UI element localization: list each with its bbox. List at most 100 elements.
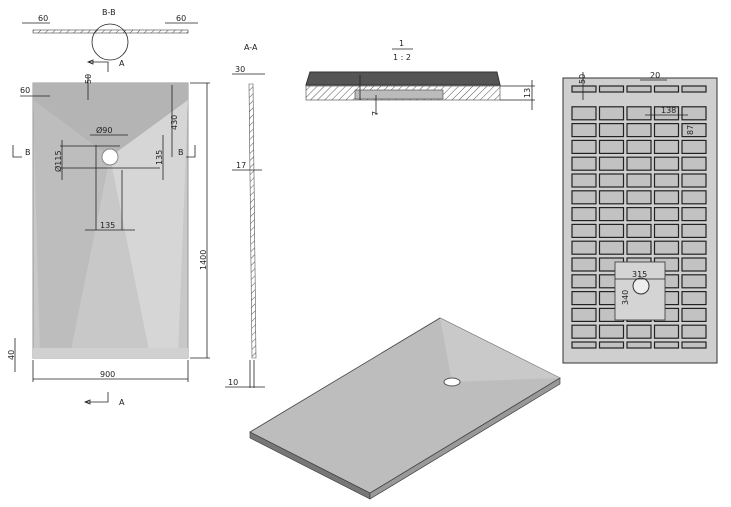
dim-underside-rib: 20: [650, 71, 660, 80]
grid-cell: [653, 341, 680, 349]
grid-cell: [598, 240, 625, 255]
dim-drain-right: 135: [155, 150, 164, 165]
grid-cell: [626, 190, 652, 205]
grid-cell: [653, 139, 680, 154]
grid-cell: [571, 240, 597, 255]
dim-bottom-offset: 40: [7, 350, 16, 360]
grid-cell: [653, 85, 680, 93]
grid-cell: [681, 190, 707, 205]
grid-cell: [681, 240, 707, 255]
grid-cell: [598, 324, 625, 339]
grid-cell: [598, 106, 625, 121]
grid-cell: [626, 173, 652, 188]
grid-cell: [598, 122, 625, 138]
dim-left-offset: 60: [20, 86, 30, 95]
dim-length: 1400: [199, 250, 208, 270]
grid-cell: [598, 207, 625, 222]
grid-cell: [626, 240, 652, 255]
dim-detail-depth: 7: [371, 111, 380, 116]
dim-outer-diameter: Ø115: [53, 150, 63, 172]
section-arrow-icon: [83, 392, 109, 405]
grid-cell: [571, 223, 597, 238]
detail-view: 1 1 : 2 7 13: [305, 39, 535, 116]
grid-cell: [626, 341, 652, 349]
grid-cell: [571, 291, 597, 306]
detail-scale: 1 : 2: [393, 53, 411, 62]
grid-cell: [681, 223, 707, 238]
grid-cell: [681, 307, 707, 322]
section-bb-title: B-B: [102, 8, 116, 17]
plan-view: A 135 Ø115 Ø90 135 430 50 60 B B 1400: [7, 59, 210, 407]
grid-cell: [571, 207, 597, 222]
grid-cell: [571, 139, 597, 154]
grid-cell: [681, 324, 707, 339]
grid-cell: [681, 173, 707, 188]
grid-cell: [681, 122, 707, 138]
grid-cell: [598, 190, 625, 205]
grid-cell: [626, 139, 652, 154]
grid-cell: [571, 307, 597, 322]
grid-cell: [598, 223, 625, 238]
grid-cell: [681, 257, 707, 272]
grid-cell: [653, 106, 680, 121]
grid-cell: [681, 139, 707, 154]
section-a-bottom-label: A: [119, 398, 125, 407]
underside-view: 50 20 138 87 315 340: [562, 71, 718, 364]
grid-cell: [626, 156, 652, 171]
dim-underside-cell: 138: [661, 106, 676, 115]
grid-cell: [571, 106, 597, 121]
drain-hole: [101, 148, 119, 166]
grid-cell: [571, 341, 597, 349]
section-bb-view: B-B 60 60: [22, 8, 198, 61]
dim-detail-height: 13: [523, 88, 532, 98]
dim-drain-top: 430: [170, 115, 179, 130]
grid-cell: [626, 106, 652, 121]
dim-bb-left: 60: [38, 14, 48, 23]
grid-cell: [626, 324, 652, 339]
drain-hole: [443, 377, 461, 387]
dim-drain-bottom: 135: [100, 221, 115, 230]
dim-square-height: 340: [621, 290, 630, 305]
grid-cell: [571, 85, 597, 93]
grid-cell: [598, 341, 625, 349]
grid-cell: [598, 85, 625, 93]
isometric-view: [249, 317, 561, 500]
grid-cell: [681, 106, 707, 121]
grid-cell: [653, 156, 680, 171]
grid-cell: [571, 173, 597, 188]
grid-cell: [653, 207, 680, 222]
section-a-top-label: A: [119, 59, 125, 68]
grid-cell: [626, 207, 652, 222]
dim-bb-right: 60: [176, 14, 186, 23]
dim-width: 900: [100, 370, 115, 379]
grid-cell: [598, 139, 625, 154]
grid-cell: [653, 173, 680, 188]
dim-drain-diameter: Ø90: [96, 125, 112, 135]
dim-underside-edge: 50: [578, 74, 587, 84]
grid-cell: [681, 274, 707, 289]
grid-cell: [626, 223, 652, 238]
section-arrow-icon: [86, 59, 109, 72]
dim-aa-bottom: 10: [228, 378, 238, 387]
grid-cell: [653, 190, 680, 205]
grid-cell: [571, 156, 597, 171]
grid-cell: [681, 85, 707, 93]
dim-underside-slope: 87: [686, 125, 695, 135]
grid-cell: [681, 341, 707, 349]
dim-top-offset: 50: [84, 74, 93, 84]
detail-label: 1: [399, 39, 404, 48]
grid-cell: [598, 156, 625, 171]
dim-aa-top: 30: [235, 65, 245, 74]
grid-cell: [653, 223, 680, 238]
dim-aa-mid: 17: [236, 161, 246, 170]
section-aa-title: A-A: [244, 43, 258, 52]
grid-cell: [571, 274, 597, 289]
section-b-right-label: B: [178, 148, 184, 157]
dim-square-width: 315: [632, 270, 647, 279]
grid-cell: [571, 190, 597, 205]
grid-cell: [681, 291, 707, 306]
grid-cell: [626, 85, 652, 93]
section-aa-view: A-A 30 17 10: [225, 43, 265, 388]
grid-cell: [571, 122, 597, 138]
